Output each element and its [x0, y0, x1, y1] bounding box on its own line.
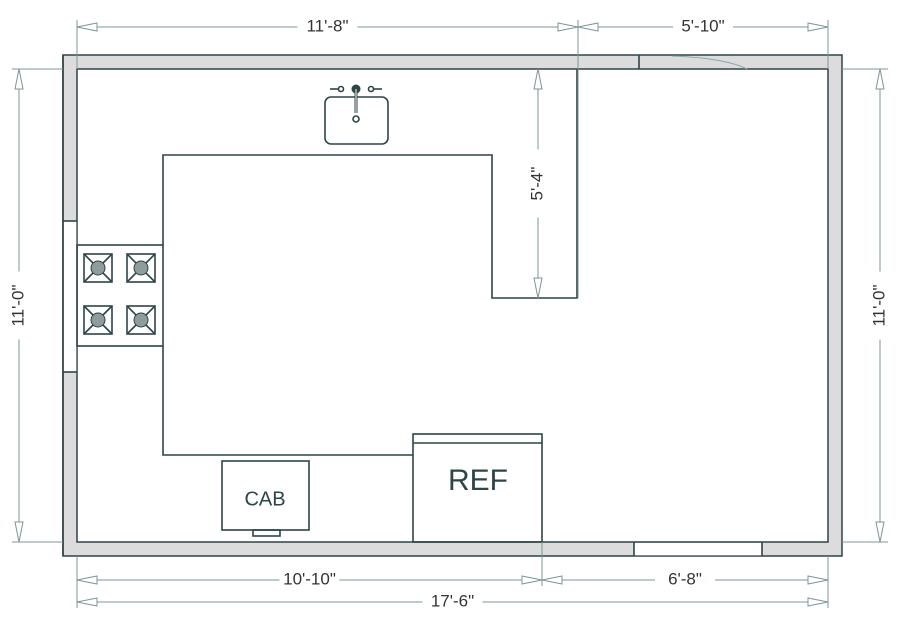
door-swing-arc: [671, 55, 748, 70]
refrigerator-label: REF: [448, 464, 508, 497]
dimension-left: 11'-0": [8, 68, 27, 543]
left-wall-window: [63, 221, 77, 372]
dimension-label: 5'-4": [527, 167, 546, 201]
burner-icon: [126, 253, 156, 283]
burner-icon: [83, 253, 113, 283]
dimension-bottom-left: 10'-10": [76, 569, 543, 588]
dimension-right: 11'-0": [869, 68, 888, 543]
walls: [62, 54, 843, 557]
dimension-label: 11'-0": [8, 284, 27, 326]
dimension-label: 5'-10": [681, 16, 724, 35]
dimension-bottom-right: 6'-8": [541, 569, 829, 588]
dimension-bottom-total: 17'-6": [76, 591, 829, 610]
burner-icon: [83, 305, 113, 335]
dimension-label: 6'-8": [668, 569, 702, 588]
dimension-label: 17'-6": [431, 591, 474, 610]
counter-outline: [162, 69, 578, 456]
dimension-label: 10'-10": [283, 569, 336, 588]
cooktop: [76, 244, 164, 347]
cabinet-label: CAB: [244, 488, 285, 510]
sink: [324, 84, 389, 145]
cabinet: CAB: [221, 460, 310, 537]
dimension-label: 11'-0": [869, 284, 888, 326]
refrigerator: REF: [412, 433, 543, 543]
dimension-top-right: 5'-10": [577, 16, 829, 35]
dimension-counter-depth: 5'-4": [527, 68, 546, 299]
dimension-label: 11'-8": [306, 16, 348, 35]
bottom-wall-door-opening: [634, 543, 762, 556]
burner-icon: [126, 305, 156, 335]
dimension-top-left: 11'-8": [76, 16, 579, 35]
